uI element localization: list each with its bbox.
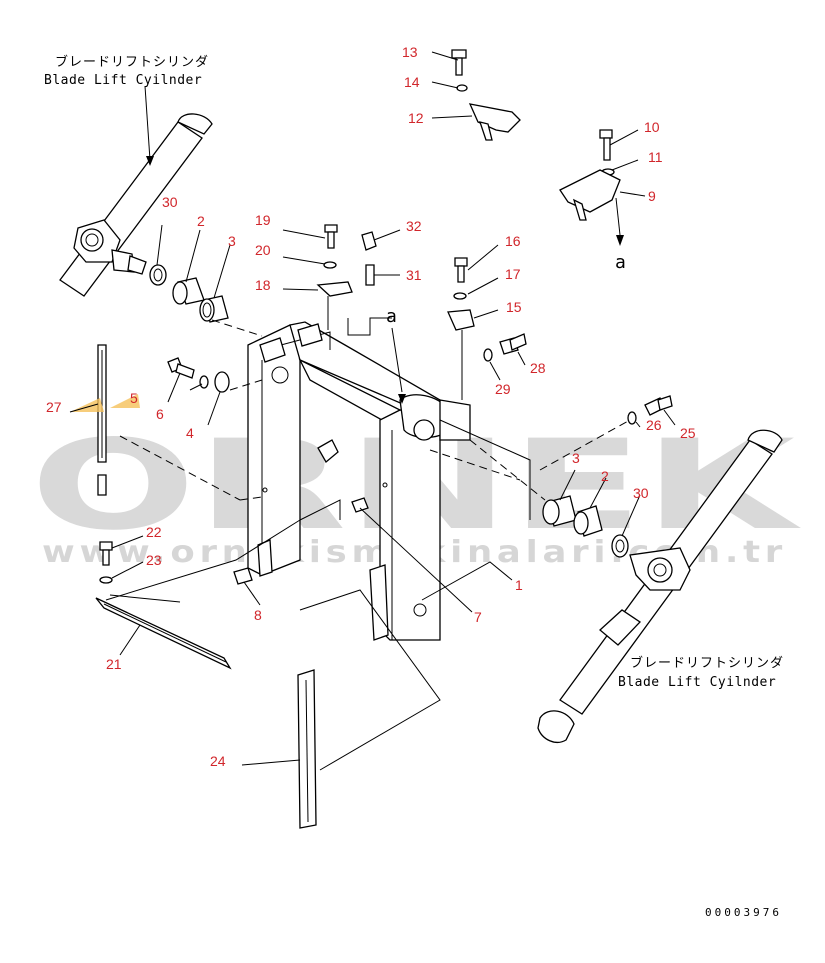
cylinder-label-left: ブレードリフトシリンダ Blade Lift Cyilnder (44, 54, 209, 88)
drawing-code: 00003976 (705, 906, 782, 919)
callout-28: 28 (530, 360, 546, 376)
callout-26: 26 (646, 417, 662, 433)
callout-22: 22 (146, 524, 162, 540)
parts-7-8 (233, 439, 369, 585)
parts-9-11 (559, 129, 624, 246)
callout-30-left: 30 (162, 194, 178, 210)
cylinder-label-left-en: Blade Lift Cyilnder (44, 73, 202, 88)
callout-8: 8 (254, 607, 262, 623)
parts-21-23 (95, 541, 232, 670)
left-blade-lift-cylinder (59, 113, 213, 297)
part-24-plate (297, 669, 317, 829)
callout-21: 21 (106, 656, 122, 672)
main-frame (247, 321, 531, 641)
callout-16: 16 (505, 233, 521, 249)
cylinder-label-right-en: Blade Lift Cyilnder (618, 675, 776, 690)
assembly-lines (105, 319, 631, 771)
callout-32: 32 (406, 218, 422, 234)
left-bushings (149, 264, 229, 323)
callout-19: 19 (255, 212, 271, 228)
parts-25-26 (627, 395, 673, 425)
cylinder-label-left-jp: ブレードリフトシリンダ (55, 54, 209, 70)
callout-13: 13 (402, 44, 418, 60)
callout-30-right: 30 (633, 485, 649, 501)
callout-1: 1 (515, 577, 523, 593)
callout-31: 31 (406, 267, 422, 283)
callout-4: 4 (186, 425, 194, 441)
callout-10: 10 (644, 119, 660, 135)
callout-12: 12 (408, 110, 424, 126)
parts-28-29 (483, 333, 527, 362)
callout-3-right: 3 (572, 450, 580, 466)
parts-4-6 (167, 357, 230, 393)
leader-lines (69, 51, 676, 766)
callout-17: 17 (505, 266, 521, 282)
callout-14: 14 (404, 74, 420, 90)
callout-15: 15 (506, 299, 522, 315)
callout-6: 6 (156, 406, 164, 422)
callout-25: 25 (680, 425, 696, 441)
callout-29: 29 (495, 381, 511, 397)
callout-2-left: 2 (197, 213, 205, 229)
callout-27: 27 (46, 399, 62, 415)
callout-24: 24 (210, 753, 226, 769)
callout-23: 23 (146, 552, 162, 568)
right-bushings (542, 495, 629, 558)
callout-5: 5 (130, 390, 138, 406)
ref-a-top: a (615, 252, 626, 273)
callout-11: 11 (648, 149, 663, 165)
cylinder-label-right: ブレードリフトシリンダ Blade Lift Cyilnder (618, 655, 784, 690)
right-blade-lift-cylinder (537, 429, 783, 743)
callout-7: 7 (474, 609, 482, 625)
ref-a-mid: a (386, 306, 397, 327)
cylinder-label-right-jp: ブレードリフトシリンダ (630, 655, 784, 671)
callout-3-left: 3 (228, 233, 236, 249)
parts-12-14 (451, 49, 521, 141)
callout-2-right: 2 (601, 468, 609, 484)
callouts: 13 14 12 10 11 9 30 2 3 19 20 18 32 31 1… (46, 44, 696, 769)
callout-9: 9 (648, 188, 656, 204)
callout-20: 20 (255, 242, 271, 258)
parts-15-20-31-32 (316, 224, 475, 404)
callout-18: 18 (255, 277, 271, 293)
part-27-strip (70, 344, 140, 496)
